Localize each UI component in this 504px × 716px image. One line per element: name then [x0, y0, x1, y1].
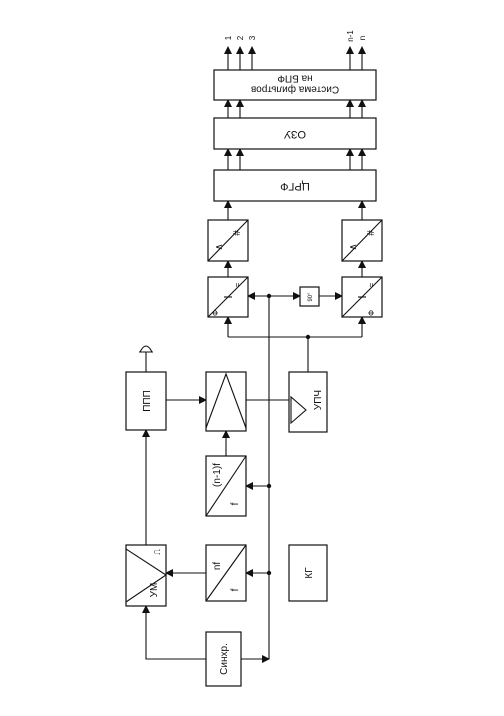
adc-top-analog: ∧: [214, 243, 225, 250]
multiplier-n1f-block: (n-1)f f: [205, 455, 247, 517]
phase-detector-bottom-eq: =: [367, 282, 376, 287]
filters-label-line2: на БПФ: [277, 72, 313, 83]
output-label-n1: n-1: [346, 30, 355, 42]
output-label-1: 1: [224, 35, 233, 40]
junction-bus-phi: [266, 293, 272, 299]
junction-bus-mult-n: [266, 570, 272, 576]
phase-detector-top-phi: Ф: [211, 310, 220, 316]
fft-filter-bank-block: Система фильтров на БПФ: [213, 69, 377, 101]
ppp-block: ППП: [125, 371, 167, 431]
ppp-label: ППП: [142, 390, 153, 412]
multiplier-nf-block: nf f: [205, 544, 247, 602]
adc-bottom-analog: ∧: [348, 243, 359, 250]
phase-detector-top-eq: =: [233, 282, 242, 287]
um-block: УМ ⎍: [125, 544, 167, 607]
multiplier-n1f-bottom-label: f: [230, 502, 241, 505]
antenna-icon: [139, 345, 153, 353]
ozu-block: ОЗУ: [213, 117, 377, 150]
crgf-label: ЦРГФ: [280, 180, 310, 192]
multiplier-nf-bottom-label: f: [230, 588, 241, 591]
adc-top-digital: #: [232, 230, 243, 236]
phase-shifter-block: 90°: [299, 286, 320, 307]
phase-detector-bottom-phi: Ф: [367, 310, 376, 316]
adc-top: ∧ #: [207, 219, 249, 262]
upch-label: УПЧ: [313, 390, 324, 410]
filters-label-line1: Система фильтров: [251, 83, 339, 95]
ozu-label: ОЗУ: [283, 128, 306, 140]
phase-shifter-label: 90°: [308, 292, 314, 302]
sync-label: Синхр.: [219, 643, 230, 675]
junction-bus-mult-n1: [266, 483, 272, 489]
mixer-block: [205, 371, 247, 432]
wire-sync-to-um: [142, 605, 206, 660]
upch-block: УПЧ: [288, 371, 328, 433]
output-label-2: 2: [236, 35, 245, 40]
um-triangle-icon: [125, 548, 167, 603]
output-label-3: 3: [248, 35, 257, 40]
mixer-triangle-icon: [205, 372, 247, 429]
adc-bottom-digital: #: [366, 230, 377, 236]
adc-bottom: ∧ #: [341, 219, 383, 262]
um-label: УМ: [149, 583, 160, 598]
kg-block: КГ: [288, 544, 328, 602]
kg-label: КГ: [304, 567, 315, 579]
phase-detector-top: Ф =: [207, 276, 249, 318]
sync-block: Синхр.: [205, 631, 242, 687]
upch-triangle-icon: [290, 395, 307, 425]
crgf-block: ЦРГФ: [213, 169, 377, 202]
multiplier-nf-top-label: nf: [212, 562, 223, 571]
junction-upch-bus: [305, 334, 311, 340]
um-pulse-icon: ⎍: [153, 549, 162, 555]
phase-detector-bottom: Ф =: [341, 276, 383, 318]
multiplier-n1f-top-label: (n-1)f: [212, 463, 223, 487]
output-label-n: n: [358, 36, 367, 40]
